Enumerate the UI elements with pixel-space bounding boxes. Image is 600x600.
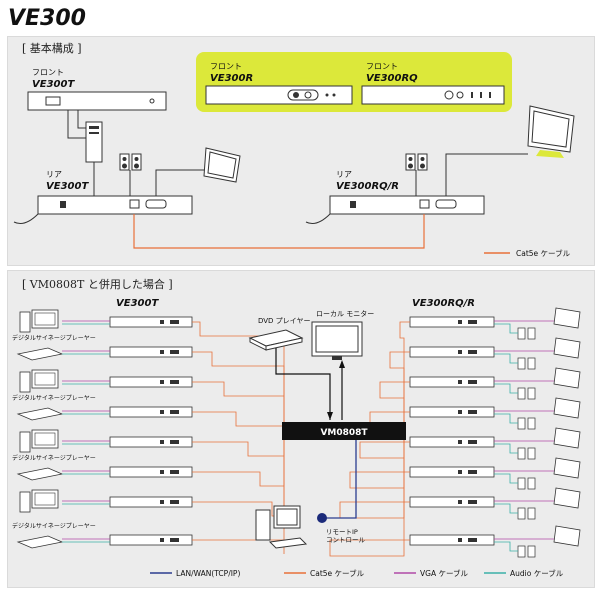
vm0808t-label: VM0808T xyxy=(320,428,368,438)
monitor-icon xyxy=(31,429,59,449)
monitor-icon xyxy=(31,309,59,329)
display-icon xyxy=(553,487,581,509)
signage-player-icon xyxy=(16,347,64,361)
speaker-icon xyxy=(527,387,536,400)
monitor-icon xyxy=(31,489,59,509)
speaker-icon xyxy=(517,357,526,370)
page-title: VE300 xyxy=(8,6,86,31)
front-ve300rq-unit xyxy=(361,85,505,105)
pc-icon xyxy=(19,371,31,393)
legend-cat5e: Cat5e ケーブル xyxy=(516,248,571,258)
ve300t-unit xyxy=(109,534,193,546)
legend-label: VGA ケーブル xyxy=(420,568,469,578)
signage-player-label: デジタルサイネージプレーヤー xyxy=(12,522,96,530)
remote-pc-icon xyxy=(255,509,271,541)
ve300t-unit xyxy=(109,496,193,508)
speaker-icon xyxy=(405,153,416,171)
left-model-label: VE300T xyxy=(116,298,159,309)
signage-player-icon xyxy=(16,535,64,549)
front-ve300t-model: VE300T xyxy=(32,79,75,90)
speaker-icon xyxy=(517,447,526,460)
remote-label-1: リモートIP xyxy=(326,528,358,536)
speaker-icon xyxy=(517,387,526,400)
signage-player-label: デジタルサイネージプレーヤー xyxy=(12,334,96,342)
vm0808t-unit xyxy=(282,422,406,440)
display-icon xyxy=(553,337,581,359)
signage-player-icon xyxy=(16,407,64,421)
rear-ve300t-model: VE300T xyxy=(46,181,89,192)
ve300t-unit xyxy=(109,316,193,328)
rear-ve300t-caption: リア xyxy=(46,170,62,179)
front-ve300rq-model: VE300RQ xyxy=(366,73,418,84)
ve300t-unit xyxy=(109,466,193,478)
front-ve300t-unit xyxy=(27,91,167,111)
pc-icon xyxy=(19,311,31,333)
ve300t-unit xyxy=(109,376,193,388)
ve300t-unit xyxy=(109,346,193,358)
ve300rqr-unit xyxy=(409,346,495,358)
speaker-icon xyxy=(527,327,536,340)
speaker-icon xyxy=(417,153,428,171)
speaker-icon xyxy=(527,545,536,558)
vm0808t-config-label: [ VM0808T と併用した場合 ] xyxy=(22,278,173,291)
speaker-icon xyxy=(527,507,536,520)
display-icon xyxy=(553,367,581,389)
speaker-icon xyxy=(517,507,526,520)
ve300rqr-unit xyxy=(409,436,495,448)
front-ve300t-caption: フロント xyxy=(32,68,64,77)
speaker-icon xyxy=(527,477,536,490)
vm0808t-config-panel xyxy=(7,270,595,588)
remote-ip-icon xyxy=(317,513,327,523)
display-icon xyxy=(553,457,581,479)
display-icon xyxy=(553,307,581,329)
ve300rqr-unit xyxy=(409,496,495,508)
speaker-icon xyxy=(517,477,526,490)
display-icon xyxy=(553,427,581,449)
pc-icon xyxy=(19,431,31,453)
ve300rqr-unit xyxy=(409,406,495,418)
rear-ve300rqr-model: VE300RQ/R xyxy=(336,181,399,192)
pc-icon xyxy=(19,491,31,513)
legend-label: Cat5e ケーブル xyxy=(310,568,365,578)
ve300rqr-unit xyxy=(409,316,495,328)
cat5e-link xyxy=(133,214,425,249)
legend-label: Audio ケーブル xyxy=(510,568,564,578)
local-monitor-label: ローカル モニター xyxy=(316,309,374,318)
rear-ve300rqr-caption: リア xyxy=(336,170,352,179)
display-icon xyxy=(553,525,581,547)
speaker-icon xyxy=(517,417,526,430)
speaker-icon xyxy=(517,327,526,340)
front-ve300r-caption: フロント xyxy=(210,62,242,71)
local-monitor-icon xyxy=(311,321,363,357)
display-icon xyxy=(553,397,581,419)
ve300t-unit xyxy=(109,436,193,448)
signage-player-icon xyxy=(16,467,64,481)
ve300rqr-unit xyxy=(409,534,495,546)
speaker-icon xyxy=(517,545,526,558)
legend-label: LAN/WAN(TCP/IP) xyxy=(176,569,240,578)
front-ve300rq-caption: フロント xyxy=(366,62,398,71)
signage-player-label: デジタルサイネージプレーヤー xyxy=(12,394,96,402)
monitor-icon xyxy=(31,369,59,389)
speaker-icon xyxy=(131,153,142,171)
signage-player-label: デジタルサイネージプレーヤー xyxy=(12,454,96,462)
right-model-label: VE300RQ/R xyxy=(412,298,475,309)
basic-config-label: [ 基本構成 ] xyxy=(22,42,82,55)
remote-label-2: コントロール xyxy=(326,536,366,544)
front-ve300r-model: VE300R xyxy=(210,73,253,84)
front-ve300r-unit xyxy=(205,85,353,105)
ve300rqr-unit xyxy=(409,466,495,478)
ve300t-unit xyxy=(109,406,193,418)
speaker-icon xyxy=(119,153,130,171)
speaker-icon xyxy=(527,417,536,430)
ve300rqr-unit xyxy=(409,376,495,388)
speaker-icon xyxy=(527,447,536,460)
speaker-icon xyxy=(527,357,536,370)
dvd-label: DVD プレイヤー xyxy=(258,317,310,325)
